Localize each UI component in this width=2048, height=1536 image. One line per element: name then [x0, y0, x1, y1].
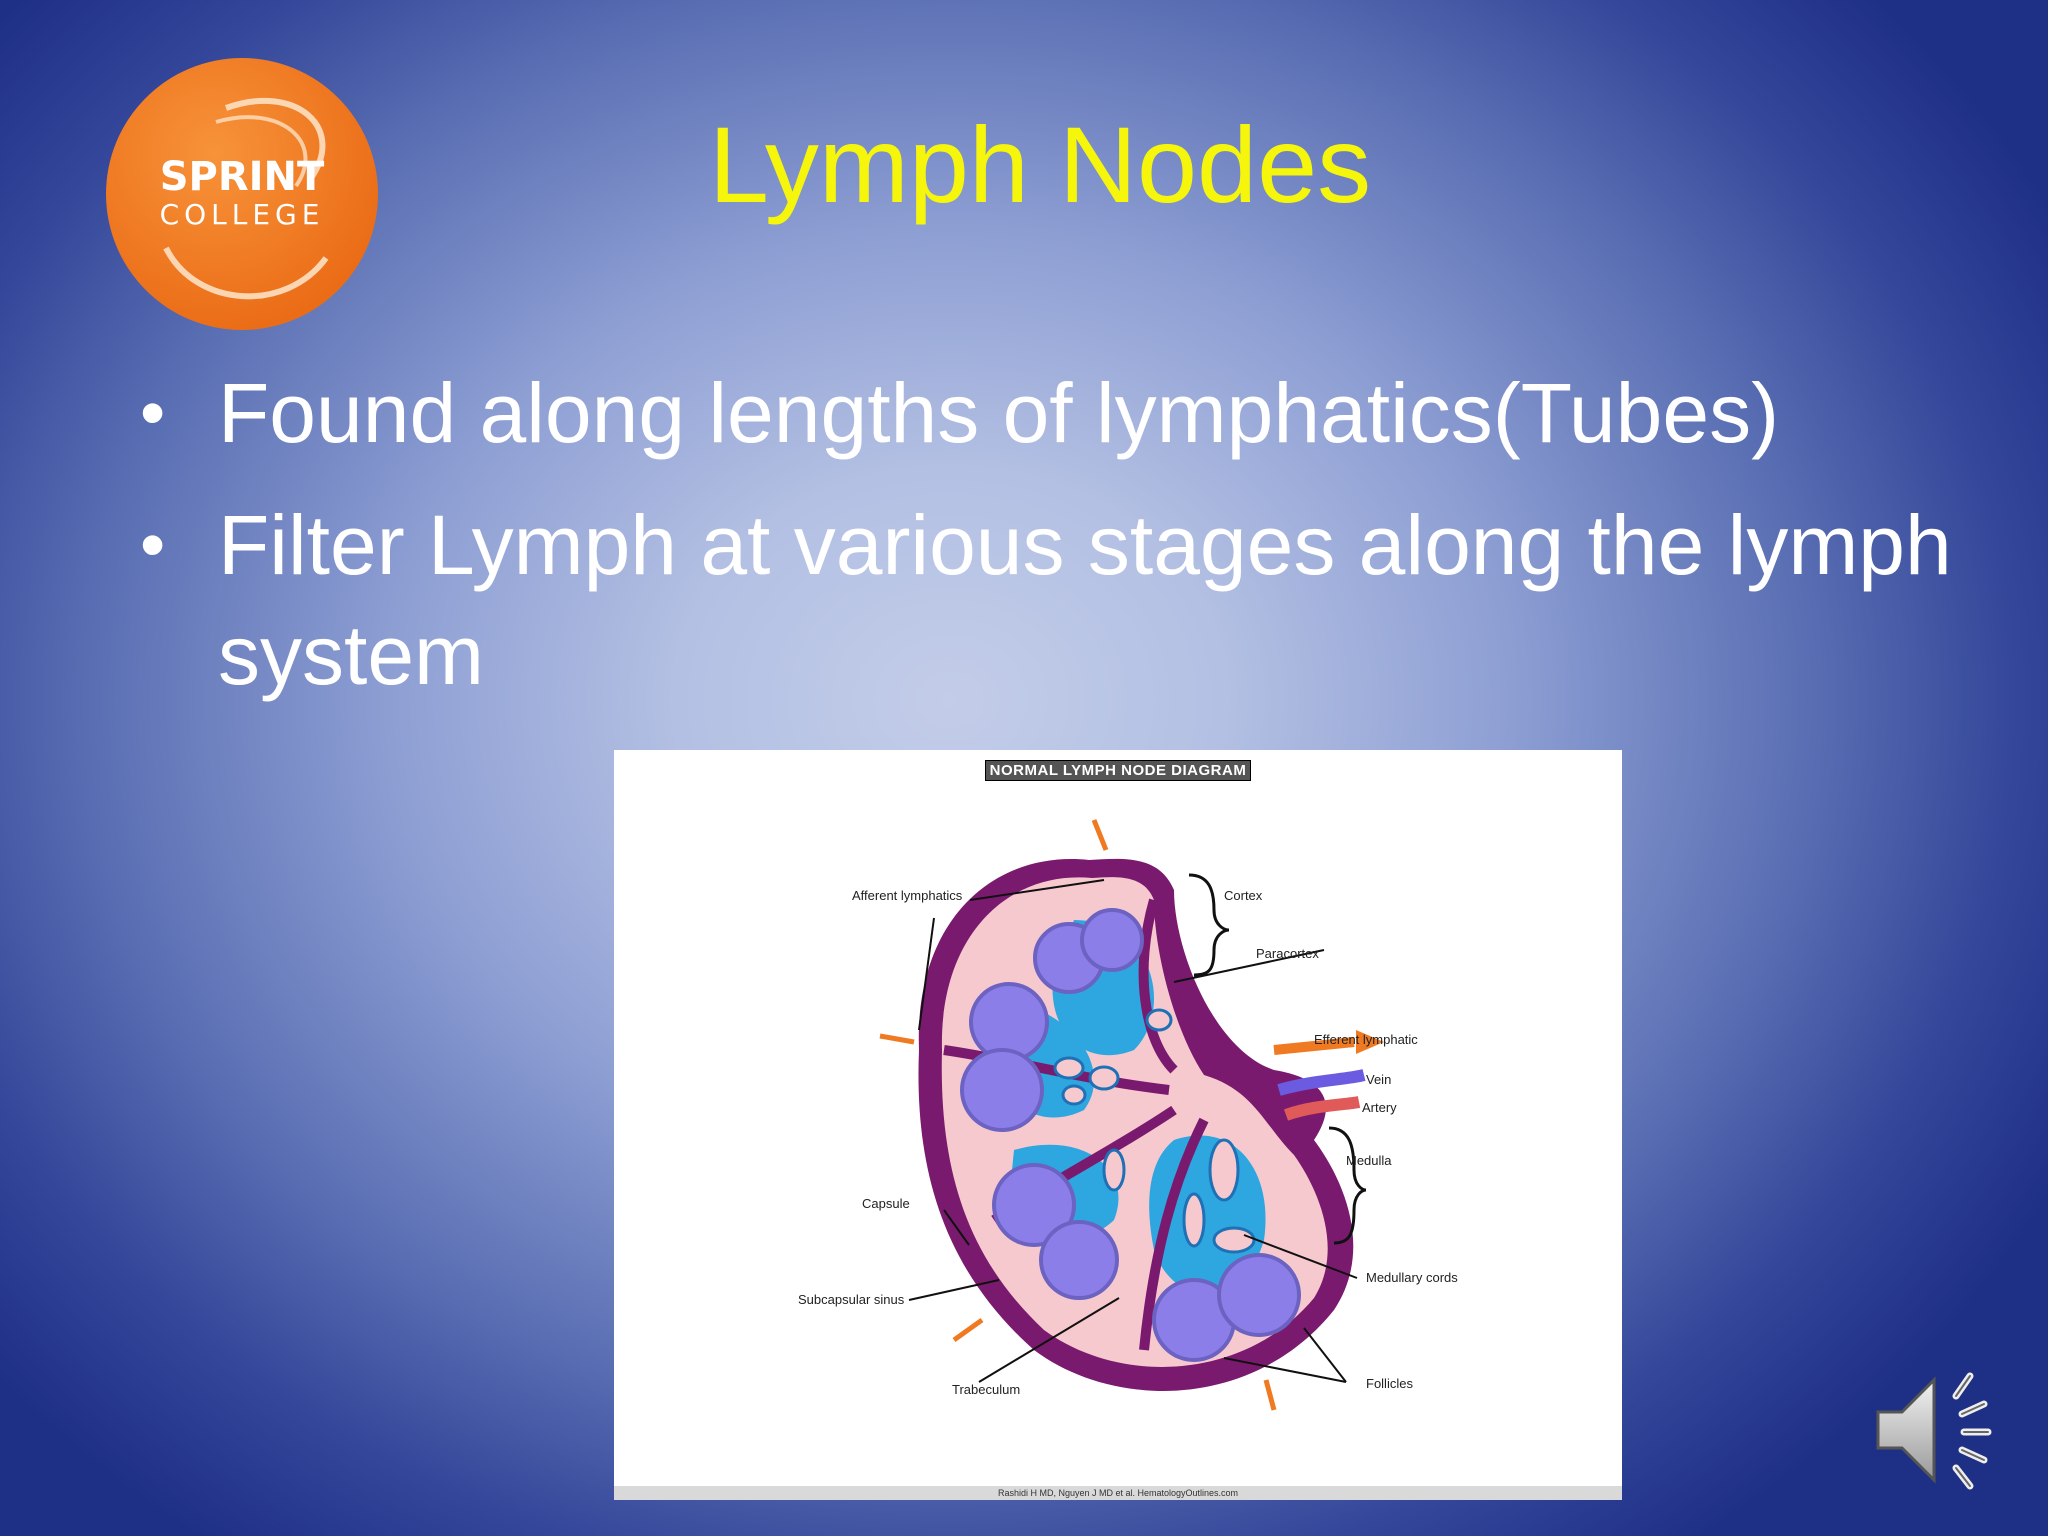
- slide-title: Lymph Nodes: [708, 104, 1372, 225]
- logo-line1: SPRINT: [160, 154, 325, 200]
- bullet-text: Filter Lymph at various stages along the…: [218, 498, 1952, 702]
- bullet-list: • Found along lengths of lymphatics(Tube…: [140, 358, 2000, 732]
- logo-line2: COLLEGE: [160, 198, 325, 231]
- bullet-text: Found along lengths of lymphatics(Tubes): [218, 366, 1780, 460]
- label-follicles: Follicles: [1366, 1376, 1413, 1391]
- diagram-caption: NORMAL LYMPH NODE DIAGRAM: [614, 760, 1622, 781]
- diagram-credit: Rashidi H MD, Nguyen J MD et al. Hematol…: [614, 1486, 1622, 1500]
- bullet-marker: •: [140, 373, 166, 453]
- diagram-caption-text: NORMAL LYMPH NODE DIAGRAM: [984, 760, 1252, 781]
- label-artery: Artery: [1362, 1100, 1397, 1115]
- speaker-icon[interactable]: [1872, 1366, 2012, 1494]
- lymph-node-illustration: [879, 819, 1384, 1411]
- label-medulla: Medulla: [1346, 1153, 1392, 1168]
- label-capsule: Capsule: [862, 1196, 910, 1211]
- label-vein: Vein: [1366, 1072, 1392, 1087]
- lymph-node-diagram: NORMAL LYMPH NODE DIAGRAM Afferent lymph…: [614, 750, 1622, 1500]
- label-cortex: Cortex: [1224, 888, 1263, 903]
- label-paracortex: Paracortex: [1256, 946, 1319, 961]
- label-medullary-cords: Medullary cords: [1366, 1270, 1458, 1285]
- bullet-item: • Found along lengths of lymphatics(Tube…: [140, 358, 2000, 468]
- label-subcapsular-sinus: Subcapsular sinus: [798, 1292, 905, 1307]
- bullet-marker: •: [140, 505, 166, 585]
- sprint-college-logo: SPRINT COLLEGE: [106, 58, 378, 330]
- label-afferent: Afferent lymphatics: [852, 888, 963, 903]
- label-efferent: Efferent lymphatic: [1314, 1032, 1418, 1047]
- label-trabeculum: Trabeculum: [952, 1382, 1021, 1397]
- bullet-item: • Filter Lymph at various stages along t…: [140, 490, 2000, 710]
